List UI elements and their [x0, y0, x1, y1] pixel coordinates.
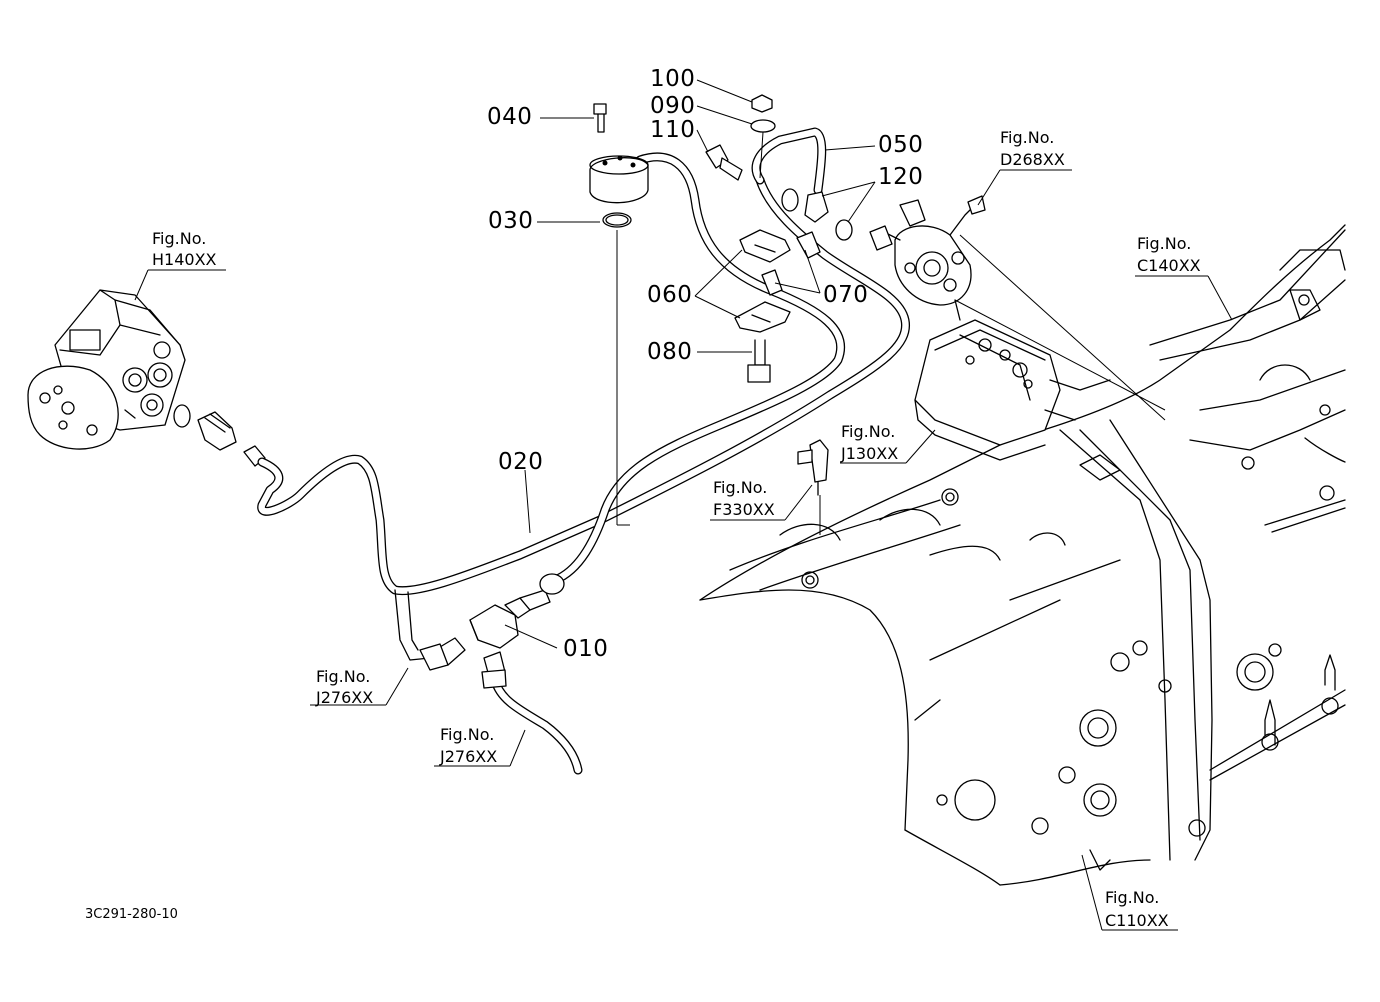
steering-unit — [27, 289, 266, 467]
part-number-110: 110 — [650, 117, 696, 143]
transmission-housing — [699, 224, 1346, 886]
fig-ref-f330-caption: Fig.No. — [713, 478, 768, 497]
fig-ref-h140-caption: Fig.No. — [152, 229, 207, 248]
hydraulic-block — [914, 319, 1111, 461]
part-number-060: 060 — [647, 282, 693, 308]
fig-ref-j276-bottom-code: J276XX — [440, 747, 498, 766]
part-number-070: 070 — [823, 282, 869, 308]
elbow-f330 — [797, 439, 829, 535]
fig-ref-j276-bottom-caption: Fig.No. — [440, 725, 495, 744]
fig-ref-c110-caption: Fig.No. — [1105, 888, 1160, 907]
pipe-lower — [394, 589, 583, 775]
washers-120 — [781, 188, 853, 241]
part-number-050: 050 — [878, 132, 924, 158]
fig-ref-j276-left-code: J276XX — [316, 688, 374, 707]
part-number-100: 100 — [650, 66, 696, 92]
pump-d268 — [869, 195, 986, 321]
part-number-080: 080 — [647, 339, 693, 365]
part-number-030: 030 — [488, 208, 534, 234]
part-number-090: 090 — [650, 93, 696, 119]
pipe-020 — [257, 175, 910, 596]
pipe-return — [550, 152, 846, 585]
part-number-010: 010 — [563, 636, 609, 662]
fig-ref-f330-code: F330XX — [713, 500, 775, 519]
part-number-040: 040 — [487, 104, 533, 130]
bolt-080 — [747, 339, 771, 383]
leader-lines — [134, 79, 1233, 931]
fig-ref-h140-code: H140XX — [152, 250, 217, 269]
block-030-040 — [589, 103, 649, 525]
banjo-bolt-110 — [705, 144, 743, 181]
fig-ref-j276-left-caption: Fig.No. — [316, 667, 371, 686]
fig-ref-j130-code: J130XX — [841, 444, 899, 463]
fig-ref-c140-caption: Fig.No. — [1137, 234, 1192, 253]
fig-ref-d268-code: D268XX — [1000, 150, 1065, 169]
fig-ref-d268-caption: Fig.No. — [1000, 128, 1055, 147]
clamps-060-070 — [734, 229, 821, 333]
fig-ref-c140-code: C140XX — [1137, 256, 1201, 275]
part-number-020: 020 — [498, 449, 544, 475]
tee-fitting-010 — [419, 573, 565, 689]
part-number-120: 120 — [878, 164, 924, 190]
fig-ref-j130-caption: Fig.No. — [841, 422, 896, 441]
pipe-050 — [751, 127, 827, 195]
fig-ref-c110-code: C110XX — [1105, 911, 1169, 930]
drawing-code: 3C291-280-10 — [85, 907, 178, 922]
nut-100-washer-090 — [750, 94, 776, 179]
